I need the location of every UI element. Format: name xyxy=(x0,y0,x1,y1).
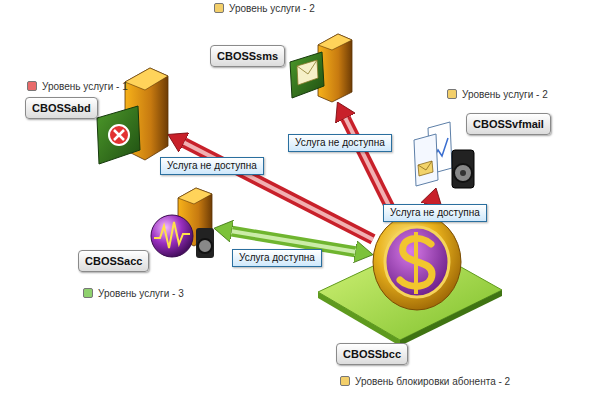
status-text: Уровень блокировки абонента - 2 xyxy=(355,376,510,387)
status-text: Уровень услуги - 2 xyxy=(462,89,548,100)
status-line: Уровень услуги - 3 xyxy=(83,288,184,300)
status-swatch xyxy=(447,89,457,99)
arrow-highlight xyxy=(345,118,393,214)
vfmail-documents xyxy=(414,122,474,188)
status-arrow xyxy=(345,118,393,214)
edge-label: Услуга доступна xyxy=(232,249,322,267)
arrow-band xyxy=(345,118,393,214)
acc-server xyxy=(151,188,214,258)
status-swatch xyxy=(214,3,224,13)
system-name: CBOSSsms xyxy=(210,45,285,67)
system-node: CBOSSvfmailУровень услуги - 2 xyxy=(413,122,476,188)
status-line: Уровень услуги - 1 xyxy=(27,81,128,93)
status-swatch xyxy=(340,376,350,386)
edge-label: Услуга не доступна xyxy=(160,157,264,175)
status-text: Уровень услуги - 2 xyxy=(229,3,315,14)
bcc-coin xyxy=(318,214,502,346)
status-text: Уровень услуги - 3 xyxy=(98,288,184,299)
status-swatch xyxy=(27,81,37,91)
system-node: CBOSSaccУровень услуги - 3 xyxy=(151,188,214,258)
sms-server xyxy=(290,34,352,102)
system-name: CBOSSvfmail xyxy=(466,113,551,135)
status-line: Уровень услуги - 2 xyxy=(214,3,315,15)
system-name: CBOSSacc xyxy=(78,250,149,272)
system-name: CBOSSabd xyxy=(25,97,98,119)
status-text: Уровень услуги - 1 xyxy=(42,81,128,92)
system-node: CBOSSabdУровень услуги - 1 xyxy=(96,68,168,164)
edge-label: Услуга не доступна xyxy=(288,134,392,152)
system-name: CBOSSbcc xyxy=(336,343,408,365)
status-swatch xyxy=(83,288,93,298)
system-node: CBOSSbccУровень блокировки абонента - 2 xyxy=(373,214,461,310)
system-node: CBOSSsmsУровень услуги - 2 xyxy=(288,32,352,102)
edge-label: Услуга не доступна xyxy=(383,204,487,222)
status-line: Уровень блокировки абонента - 2 xyxy=(340,376,510,388)
status-line: Уровень услуги - 2 xyxy=(447,89,548,101)
